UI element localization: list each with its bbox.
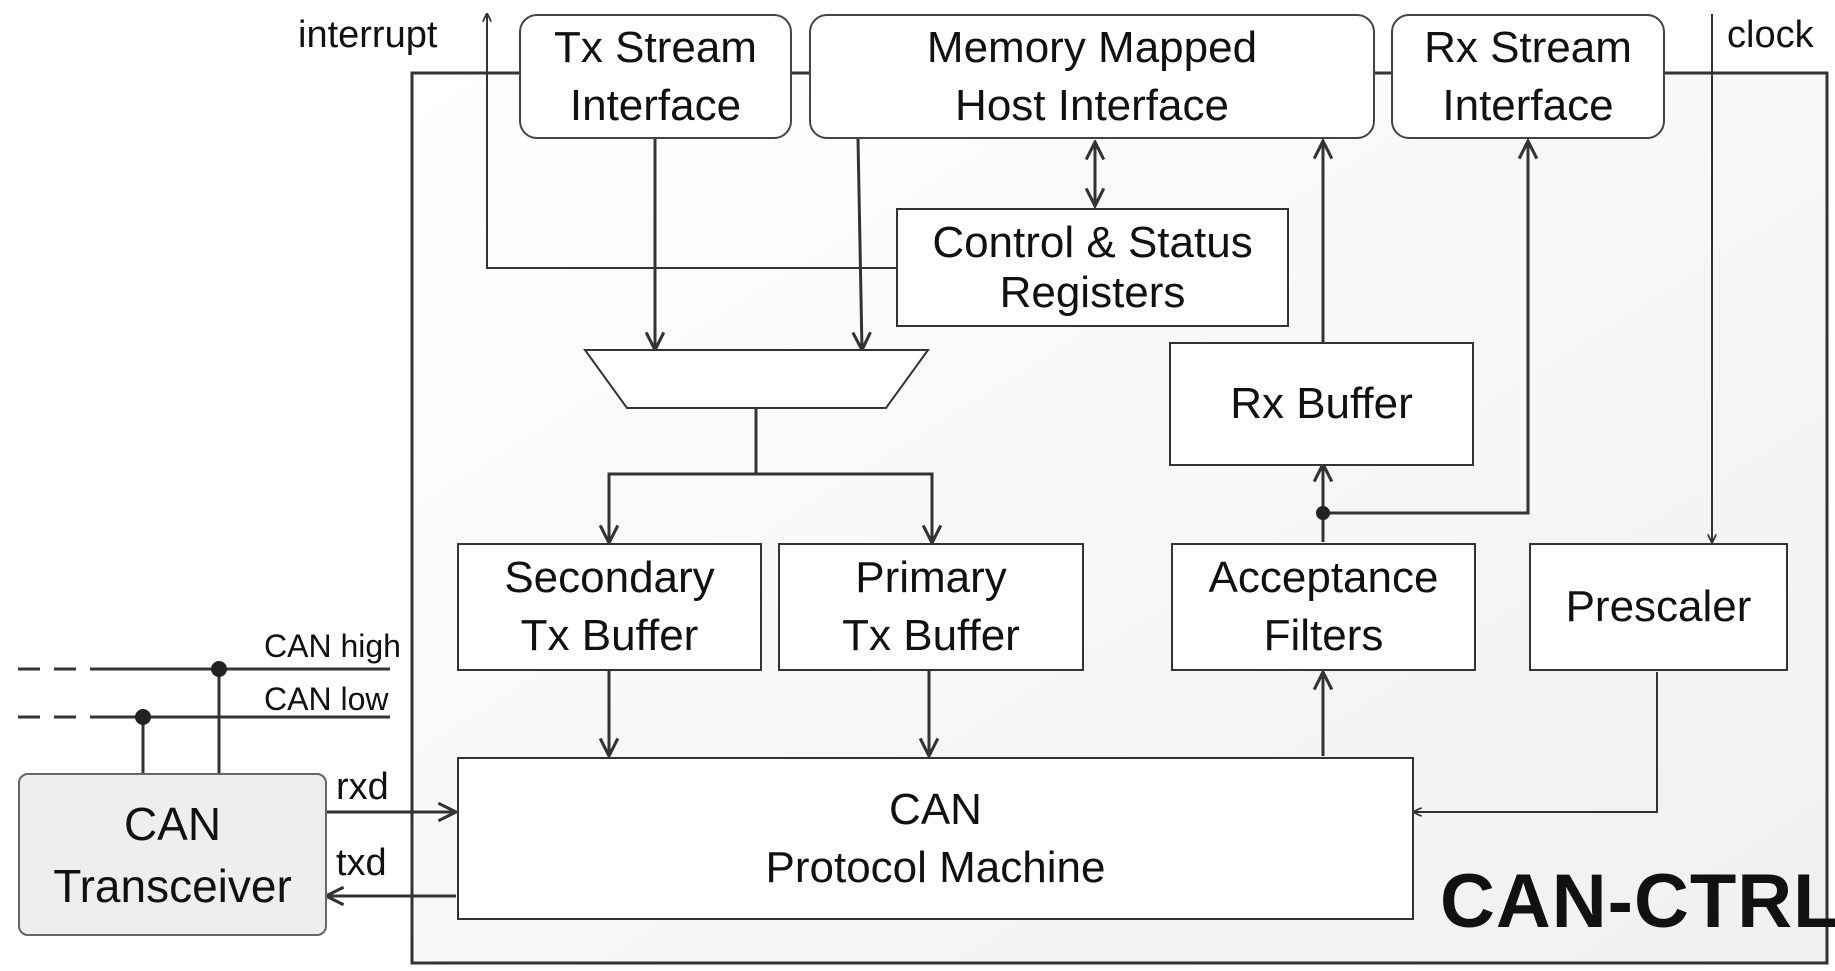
can-high-junction-dot bbox=[211, 661, 227, 677]
txd-label: txd bbox=[336, 842, 387, 884]
tx-stream-interface: Tx Stream Interface bbox=[519, 14, 792, 139]
can-protocol-machine: CAN Protocol Machine bbox=[457, 757, 1414, 920]
prescaler-to-protocol-line bbox=[1414, 672, 1658, 812]
rxd-label: rxd bbox=[336, 766, 389, 808]
interrupt-label: interrupt bbox=[298, 14, 438, 56]
primary-tx-buffer: Primary Tx Buffer bbox=[778, 543, 1084, 671]
secondary-tx-buffer: Secondary Tx Buffer bbox=[457, 543, 762, 671]
can-high-label: CAN high bbox=[264, 628, 401, 664]
rx-buffer: Rx Buffer bbox=[1169, 342, 1474, 466]
can-ctrl-title: CAN-CTRL bbox=[1440, 859, 1835, 944]
memory-mapped-host-interface: Memory Mapped Host Interface bbox=[809, 14, 1375, 139]
prescaler: Prescaler bbox=[1529, 543, 1788, 671]
mux-to-secondary-arrow bbox=[609, 472, 756, 543]
can-transceiver: CAN Transceiver bbox=[18, 773, 327, 936]
can-low-junction-dot bbox=[135, 709, 151, 725]
mux-to-primary-arrow bbox=[756, 472, 932, 543]
tx-mux bbox=[583, 349, 930, 409]
junction-to-rx-stream-arrow bbox=[1323, 141, 1528, 515]
rx-stream-interface: Rx Stream Interface bbox=[1391, 14, 1665, 139]
control-status-registers: Control & Status Registers bbox=[896, 208, 1289, 327]
can-low-label: CAN low bbox=[264, 681, 389, 717]
filters-junction-dot bbox=[1316, 506, 1330, 520]
acceptance-filters: Acceptance Filters bbox=[1171, 543, 1476, 671]
host-to-mux-arrow bbox=[858, 138, 862, 350]
clock-label: clock bbox=[1727, 14, 1814, 56]
interrupt-line bbox=[487, 14, 896, 269]
